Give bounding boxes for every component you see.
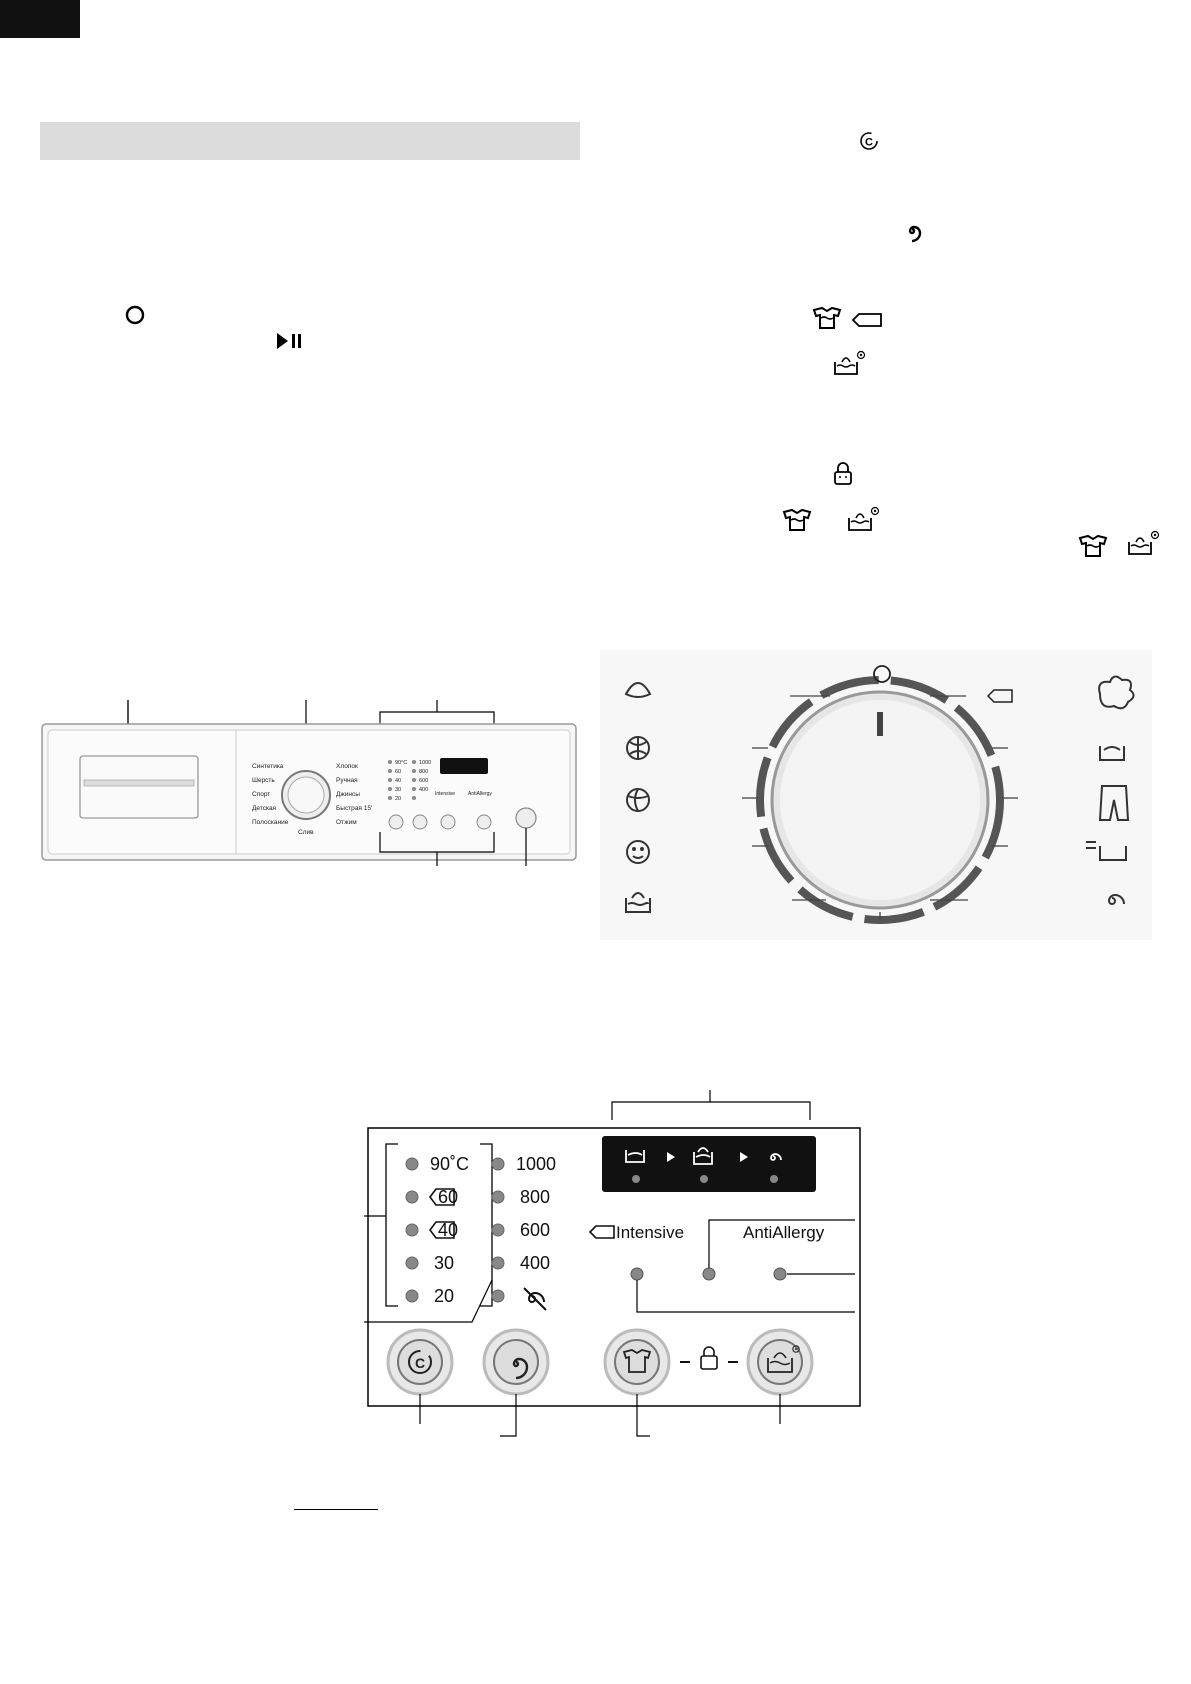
rinse-stage-led (700, 1175, 708, 1183)
mini-temp-label: 40 (395, 778, 401, 784)
prewash-button[interactable] (603, 1328, 671, 1396)
start-pause-icon (277, 333, 301, 349)
antiallergy-icon (1128, 530, 1160, 555)
antiallergy-button[interactable] (746, 1328, 814, 1396)
antiallergy-icon (834, 350, 866, 375)
temp-label-40: 40 (438, 1220, 458, 1240)
mini-temp-label: 60 (395, 769, 401, 775)
dial-program-left: Шерсть (252, 777, 275, 784)
mini-temp-label: 90°C (395, 760, 407, 766)
spin-label-400: 400 (520, 1253, 550, 1273)
power-icon (125, 305, 145, 325)
page-corner-tab (0, 0, 80, 38)
synthetic-icon (624, 682, 652, 698)
mini-spin-label: 1000 (419, 760, 431, 766)
mini-antiallergy-label: AntiAllergy (468, 791, 492, 797)
dial-program-right: Ручная (336, 777, 358, 784)
dial-program-left: Синтетика (252, 763, 284, 770)
spin-led (491, 1190, 505, 1204)
wash-stage-led (632, 1175, 640, 1183)
rinse-stage-icon (693, 1152, 713, 1165)
front-panel-illustration: Синтетика Шерсть Спорт Детская Полоскани… (41, 700, 577, 866)
spin-stage-icon (770, 1153, 782, 1161)
spin-icon (908, 225, 922, 243)
temp-led (405, 1289, 419, 1303)
spin-label-1000: 1000 (516, 1154, 556, 1174)
prewash-icon (812, 306, 842, 329)
temp-led (405, 1157, 419, 1171)
prewash-icon (782, 508, 812, 531)
child-lock-symbol (700, 1346, 718, 1370)
footnote-rule (294, 1509, 378, 1510)
section-header-bar (40, 122, 580, 160)
spin-label-800: 800 (520, 1187, 550, 1207)
temp-label-90: 90˚C (430, 1154, 469, 1174)
dial-program-left: Спорт (252, 791, 270, 798)
mini-spin-label: 800 (419, 769, 428, 775)
temp-led (405, 1256, 419, 1270)
svg-text:C: C (415, 1355, 425, 1371)
mini-temp-label: 20 (395, 796, 401, 802)
wash-stage-icon (625, 1150, 645, 1163)
dial-program-right: Хлопок (336, 763, 358, 770)
program-dial-illustration (600, 650, 1152, 940)
temperature-icon: C (860, 132, 878, 150)
child-lock-icon (834, 462, 852, 485)
dial-program-left: Полоскание (252, 819, 289, 826)
spin-led (491, 1289, 505, 1303)
antiallergy-label: AntiAllergy (743, 1223, 825, 1242)
mini-spin-label: 400 (419, 787, 428, 793)
intensive-label: Intensive (616, 1223, 684, 1242)
mini-intensive-label: Intensive (435, 791, 455, 797)
dial-program-right: Джинсы (336, 791, 360, 798)
spin-led (491, 1157, 505, 1171)
prewash-led (702, 1267, 716, 1281)
svg-text:C: C (865, 137, 873, 149)
control-panel-diagram: 90˚C 60 40 30 20 1000 800 600 400 (364, 1090, 861, 1437)
temp-label-20: 20 (434, 1286, 454, 1306)
temp-led (405, 1223, 419, 1237)
temperature-button[interactable]: C (386, 1328, 454, 1396)
spin-stage-led (770, 1175, 778, 1183)
spin-label-600: 600 (520, 1220, 550, 1240)
spin-button[interactable] (482, 1328, 550, 1396)
dial-program-right: Быстрая 15' (336, 805, 372, 812)
mini-spin-label: 600 (419, 778, 428, 784)
dial-program-left: Детская (252, 805, 277, 812)
temp-label-60: 60 (438, 1187, 458, 1207)
dial-bottom-label: Слив (298, 829, 314, 836)
spin-led (491, 1256, 505, 1270)
temp-led (405, 1190, 419, 1204)
antiallergy-icon (848, 506, 880, 531)
dial-program-right: Отжим (336, 819, 357, 826)
temp-label-30: 30 (434, 1253, 454, 1273)
antiallergy-led (773, 1267, 787, 1281)
intensive-icon (851, 313, 882, 327)
prewash-icon (1078, 534, 1108, 557)
mini-temp-label: 30 (395, 787, 401, 793)
intensive-tag-icon (588, 1225, 615, 1239)
intensive-led (630, 1267, 644, 1281)
no-spin-icon (523, 1287, 547, 1311)
spin-led (491, 1223, 505, 1237)
temperature-led-group (405, 1157, 419, 1303)
